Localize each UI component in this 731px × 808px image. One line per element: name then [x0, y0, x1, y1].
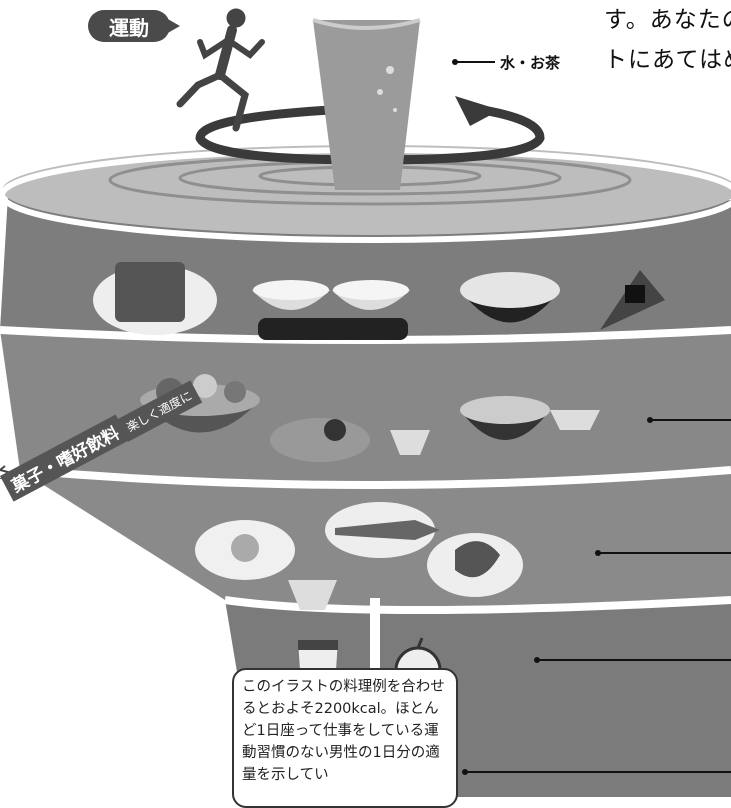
water-glass-icon [312, 18, 421, 190]
rice-bowl-icon [252, 280, 410, 340]
bread-icon [93, 262, 217, 335]
runner-icon [176, 8, 265, 132]
soup-bowl-icon [270, 396, 600, 462]
intro-text-line-2: トにあてはめ [604, 47, 731, 73]
noodle-bowl-icon [460, 272, 560, 323]
onigiri-icon [600, 270, 665, 330]
fried-egg-icon [195, 520, 295, 580]
vegetable-dishes-layer [0, 330, 731, 485]
water-tea-label: 水・お茶 [500, 54, 561, 72]
exercise-label-tail [166, 18, 180, 34]
intro-text-line-1: す。あなたの [604, 7, 731, 33]
exercise-label: 運動 [88, 10, 170, 42]
calorie-note-bubble: このイラストの料理例を合わせるとおよそ2200kcal。ほとんど1日座って仕事を… [232, 668, 458, 808]
grilled-fish-icon [325, 502, 440, 558]
